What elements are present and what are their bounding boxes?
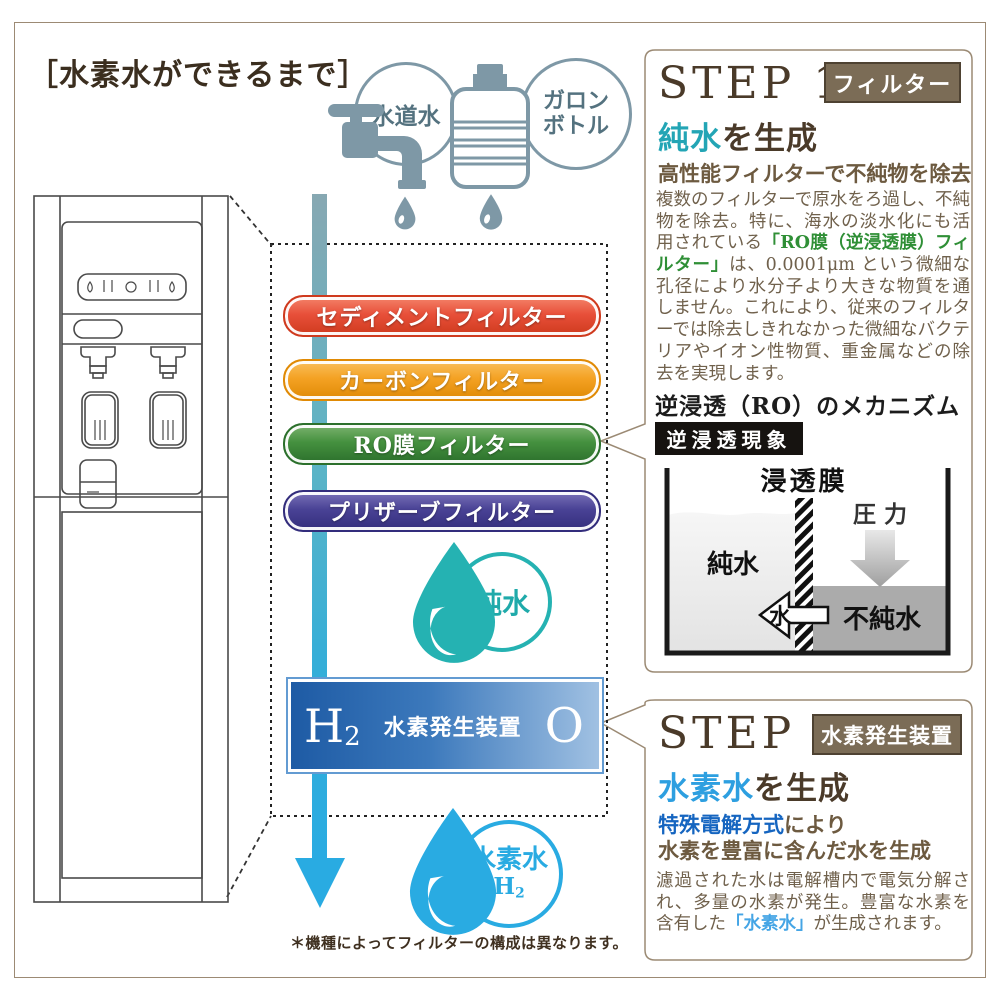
- ro-mechanism-title: 逆浸透（RO）のメカニズム: [655, 393, 961, 420]
- water-drop-icon: [394, 196, 416, 230]
- faucet-icon: [328, 104, 426, 189]
- step2-headline: 水素水を生成: [658, 771, 850, 807]
- control-panel: [77, 273, 187, 301]
- membrane-bar: [795, 498, 813, 652]
- dashed-connector-top: [229, 195, 273, 247]
- filter-label: RO膜フィルター: [353, 433, 531, 459]
- membrane-label: 浸透膜: [760, 467, 847, 497]
- dispenser-nozzles: [80, 346, 186, 379]
- model-disclaimer-note: ＊機種によってフィルターの構成は異なります。: [290, 934, 629, 952]
- step2-subhead-line2: 水素を豊富に含んだ水を生成: [658, 838, 931, 863]
- diagram-water-label: 水: [769, 604, 792, 630]
- step2-title: STEP 2: [658, 708, 846, 759]
- filter-pill-sediment: セディメントフィルター: [283, 295, 601, 337]
- pure-water-drop-icon: [412, 542, 496, 663]
- pressure-label: 圧 力: [853, 501, 907, 528]
- outer-frame: [14, 22, 986, 978]
- step1-paragraph: 複数のフィルターで原水をろ過し、不純物を除去。特に、海水の淡水化にも活用されてい…: [656, 190, 971, 384]
- page-title: ［水素水ができるまで］: [28, 58, 369, 93]
- step2-paragraph: 濾過された水は電解槽内で電気分解され、多量の水素が発生。豊富な水素を含有した「水…: [656, 871, 970, 935]
- diagram-impure-label: 不純水: [843, 604, 922, 635]
- impure-water-region: [813, 586, 947, 652]
- water-dispenser-illustration: [33, 195, 229, 903]
- generator-label: 水素発生装置: [383, 714, 522, 741]
- gallon-label-line2: ボトル: [542, 113, 609, 139]
- step2-subhead-line1: 特殊電解方式により: [658, 812, 847, 837]
- o-symbol: O: [544, 697, 584, 754]
- step1-subhead: 高性能フィルターで不純物を除去: [658, 161, 972, 186]
- h2-subscript: 2: [344, 721, 361, 752]
- gallon-bottle-circle: ガロン ボトル: [520, 58, 632, 170]
- diagram-pure-label: 純水: [707, 549, 760, 580]
- reverse-osmosis-badge: 逆浸透現象: [655, 422, 803, 455]
- dotted-expansion-box: [270, 243, 608, 817]
- filter-label: セディメントフィルター: [316, 305, 568, 331]
- water-flow-arrow-icon: [757, 590, 830, 640]
- filter-pill-carbon: カーボンフィルター: [283, 359, 601, 401]
- gallon-label-line1: ガロン: [542, 87, 609, 114]
- flow-arrow-down-icon: [295, 858, 345, 908]
- hydrogen-water-formula: H2: [493, 872, 525, 902]
- dispenser-buttons: [79, 391, 187, 509]
- gallon-bottle-icon: [450, 64, 530, 189]
- step2-badge: 水素発生装置: [812, 714, 962, 755]
- step1-badge: フィルター: [824, 62, 961, 103]
- reverse-osmosis-diagram: 浸透膜 圧 力 純水 不純水 水: [664, 467, 951, 656]
- filter-label: プリザーブフィルター: [327, 500, 557, 526]
- pressure-arrow-icon: [850, 530, 910, 587]
- h2-symbol: H: [304, 698, 345, 753]
- step1-title: STEP 1: [658, 58, 846, 109]
- filter-label: カーボンフィルター: [339, 369, 545, 395]
- filter-pill-preserve: プリザーブフィルター: [283, 490, 601, 532]
- pure-water-region: [668, 512, 795, 652]
- filter-pill-ro-membrane: RO膜フィルター: [283, 423, 601, 465]
- hydrogen-water-drop-icon: [409, 808, 497, 935]
- water-drop-icon: [479, 194, 503, 230]
- step1-headline: 純水を生成: [658, 121, 818, 157]
- dashed-connector-bottom: [226, 815, 272, 898]
- tank-outline: [664, 468, 951, 656]
- step2-bubble-outline: [599, 699, 973, 961]
